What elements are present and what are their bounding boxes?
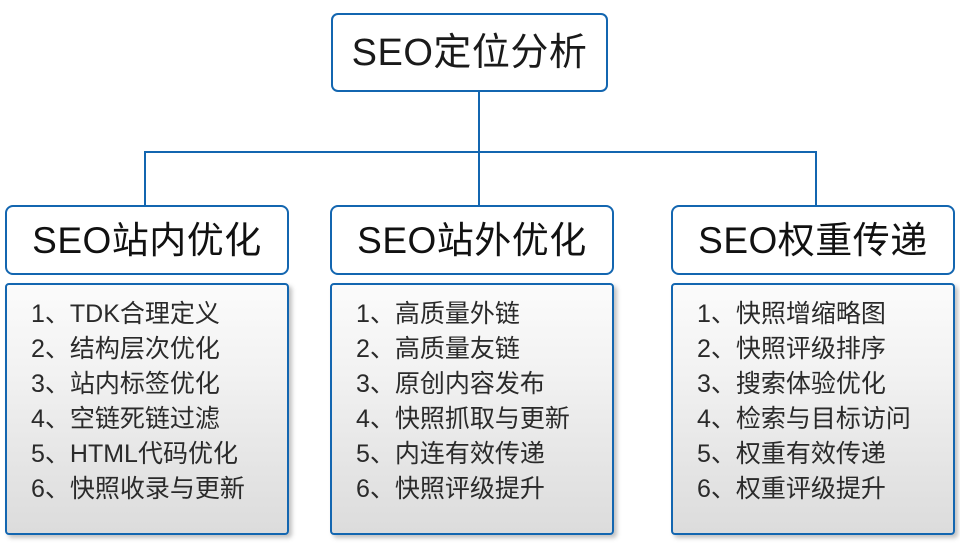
list-item: 6、权重评级提升	[697, 475, 886, 503]
branch-header-3[interactable]: SEO权重传递	[671, 205, 955, 275]
list-item: 4、检索与目标访问	[697, 405, 911, 433]
list-item: 1、TDK合理定义	[31, 300, 220, 328]
list-item: 5、权重有效传递	[697, 440, 886, 468]
root-node[interactable]: SEO定位分析	[331, 13, 608, 92]
list-item: 5、HTML代码优化	[31, 440, 238, 468]
list-item: 6、快照收录与更新	[31, 475, 245, 503]
list-item: 6、快照评级提升	[356, 475, 545, 503]
branch-header-label-3: SEO权重传递	[698, 219, 928, 261]
branch-list-3: 1、快照增缩略图 2、快照评级排序 3、搜索体验优化 4、检索与目标访问 5、权…	[671, 283, 955, 535]
branch-header-label-1: SEO站内优化	[32, 219, 262, 261]
list-item: 4、空链死链过滤	[31, 405, 220, 433]
branch-header-2[interactable]: SEO站外优化	[330, 205, 614, 275]
connector-bus	[144, 151, 817, 153]
list-item: 2、快照评级排序	[697, 335, 886, 363]
branch-column-3: SEO权重传递 1、快照增缩略图 2、快照评级排序 3、搜索体验优化 4、检索与…	[671, 205, 955, 535]
branch-column-2: SEO站外优化 1、高质量外链 2、高质量友链 3、原创内容发布 4、快照抓取与…	[330, 205, 614, 535]
list-item: 1、快照增缩略图	[697, 300, 886, 328]
list-item: 3、搜索体验优化	[697, 370, 886, 398]
branch-column-1: SEO站内优化 1、TDK合理定义 2、结构层次优化 3、站内标签优化 4、空链…	[5, 205, 289, 535]
root-node-label: SEO定位分析	[351, 31, 588, 74]
list-item: 2、高质量友链	[356, 335, 520, 363]
branch-header-label-2: SEO站外优化	[357, 219, 587, 261]
branch-list-1: 1、TDK合理定义 2、结构层次优化 3、站内标签优化 4、空链死链过滤 5、H…	[5, 283, 289, 535]
list-item: 2、结构层次优化	[31, 335, 220, 363]
connector-drop-column-2	[478, 151, 480, 206]
list-item: 4、快照抓取与更新	[356, 405, 570, 433]
branch-header-1[interactable]: SEO站内优化	[5, 205, 289, 275]
list-item: 5、内连有效传递	[356, 440, 545, 468]
connector-drop-column-3	[815, 151, 817, 206]
list-item: 3、原创内容发布	[356, 370, 545, 398]
connector-drop-column-1	[144, 151, 146, 206]
list-item: 3、站内标签优化	[31, 370, 220, 398]
list-item: 1、高质量外链	[356, 300, 520, 328]
branch-list-2: 1、高质量外链 2、高质量友链 3、原创内容发布 4、快照抓取与更新 5、内连有…	[330, 283, 614, 535]
connector-trunk	[478, 92, 480, 152]
